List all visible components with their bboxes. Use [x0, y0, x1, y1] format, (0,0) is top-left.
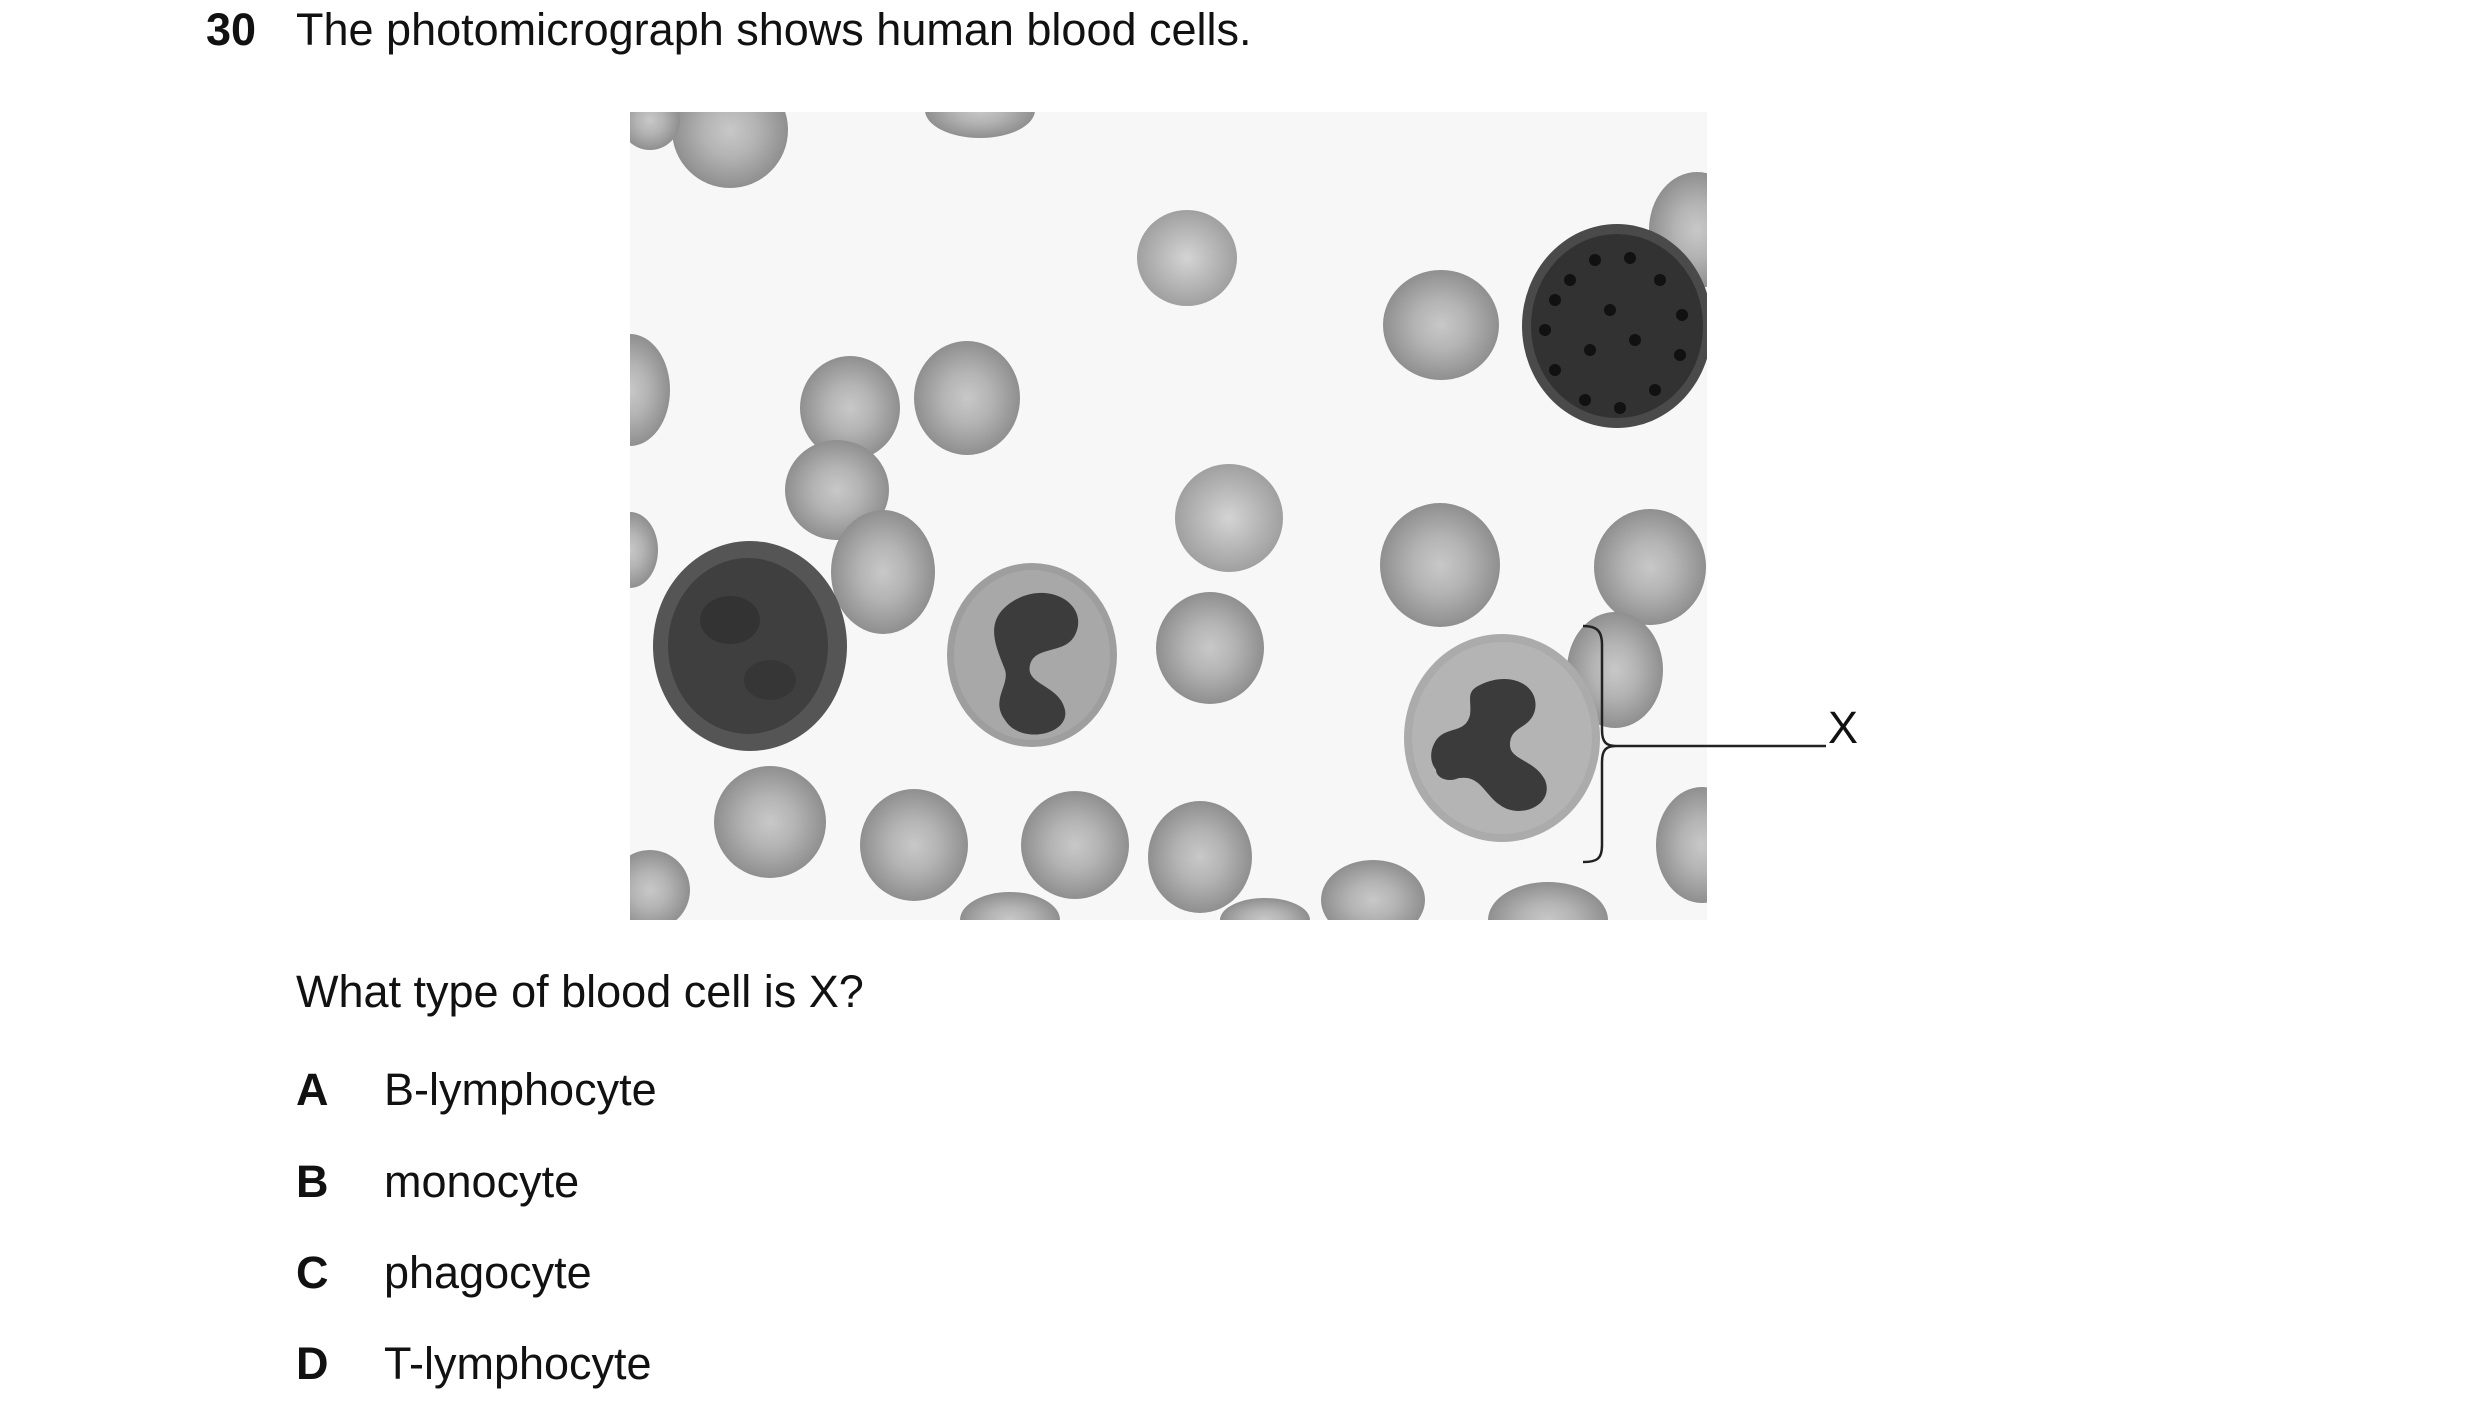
question-prompt: What type of blood cell is X?	[296, 966, 864, 1017]
option-letter: C	[296, 1247, 329, 1298]
neutrophil-cell	[947, 563, 1117, 747]
granular-cell	[1522, 224, 1707, 428]
option-a[interactable]: A B-lymphocyte	[296, 1064, 657, 1116]
option-text: monocyte	[384, 1156, 580, 1207]
cell-x	[1404, 634, 1600, 842]
question-number: 30	[206, 4, 257, 55]
question-stem: The photomicrograph shows human blood ce…	[296, 4, 1252, 55]
option-letter: B	[296, 1156, 329, 1207]
photomicrograph	[620, 110, 1870, 920]
option-d[interactable]: D T-lymphocyte	[296, 1338, 652, 1390]
option-text: phagocyte	[384, 1247, 592, 1298]
option-letter: D	[296, 1338, 329, 1389]
option-text: B-lymphocyte	[384, 1064, 657, 1115]
cell-x-label: X	[1828, 702, 1859, 753]
monocyte-cell	[653, 541, 847, 751]
option-text: T-lymphocyte	[384, 1338, 652, 1389]
option-letter: A	[296, 1064, 329, 1115]
red-blood-cells	[630, 112, 1707, 920]
